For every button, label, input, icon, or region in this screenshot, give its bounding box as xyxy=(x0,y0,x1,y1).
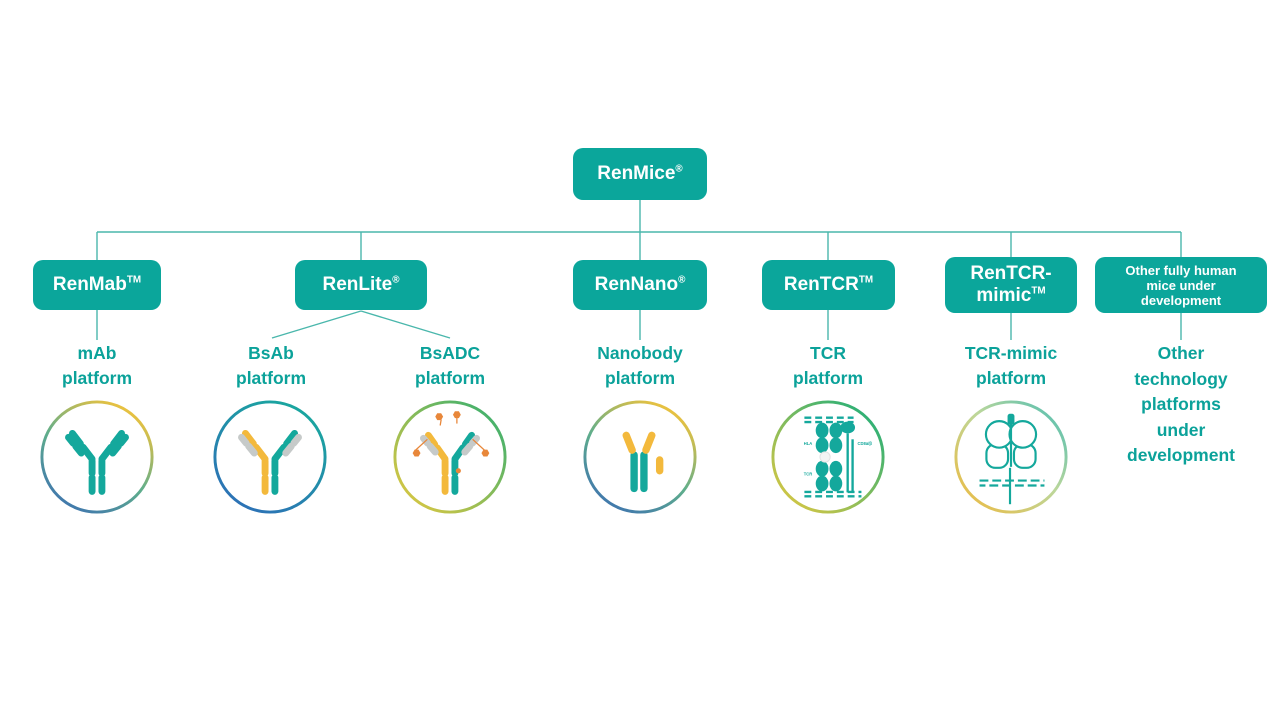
node-rentcr-label: RenTCRTM xyxy=(783,274,874,295)
node-other-mice-label: Other fully human mice under development xyxy=(1125,262,1237,308)
nanobody-icon xyxy=(581,398,699,516)
platform-label-nanobody: Nanobody platform xyxy=(597,343,683,388)
tcr-label-tcr: TCR xyxy=(804,472,812,477)
platform-label-tcr-mimic: TCR-mimic platform xyxy=(964,343,1058,388)
platform-label-mab: mAb platform xyxy=(62,343,132,388)
platform-label-bsab: BsAb platform xyxy=(236,343,306,388)
platform-label-tcr: TCR platform xyxy=(793,343,863,388)
mab-antibody-icon xyxy=(38,398,156,516)
node-renmab-label: RenMabTM xyxy=(52,274,142,295)
bsab-antibody-icon xyxy=(211,398,329,516)
tcr-complex-icon: HLA TCR CD8α/β xyxy=(769,398,887,516)
node-rentcr: RenTCRTM xyxy=(762,260,895,310)
platform-label-bsadc: BsADC platform xyxy=(415,343,485,388)
node-rentcr-mimic: RenTCR-mimicTM xyxy=(945,257,1077,313)
bsadc-antibody-icon xyxy=(391,398,509,516)
tcr-label-cd8: CD8α/β xyxy=(858,441,873,446)
platform-label-other-tech: Other technology platforms under develop… xyxy=(1127,343,1235,465)
node-rennano: RenNano® xyxy=(573,260,707,310)
node-other-mice: Other fully human mice under development xyxy=(1095,257,1267,313)
node-renlite-label: RenLite® xyxy=(322,274,400,295)
tcr-mimic-icon xyxy=(952,398,1070,516)
node-renmab: RenMabTM xyxy=(33,260,161,310)
node-rennano-label: RenNano® xyxy=(594,274,686,295)
tcr-label-hla: HLA xyxy=(804,441,812,446)
node-rentcr-mimic-label: RenTCR-mimicTM xyxy=(970,263,1052,306)
node-renmice-label: RenMice® xyxy=(597,163,683,184)
node-renlite: RenLite® xyxy=(295,260,427,310)
node-renmice: RenMice® xyxy=(573,148,707,200)
